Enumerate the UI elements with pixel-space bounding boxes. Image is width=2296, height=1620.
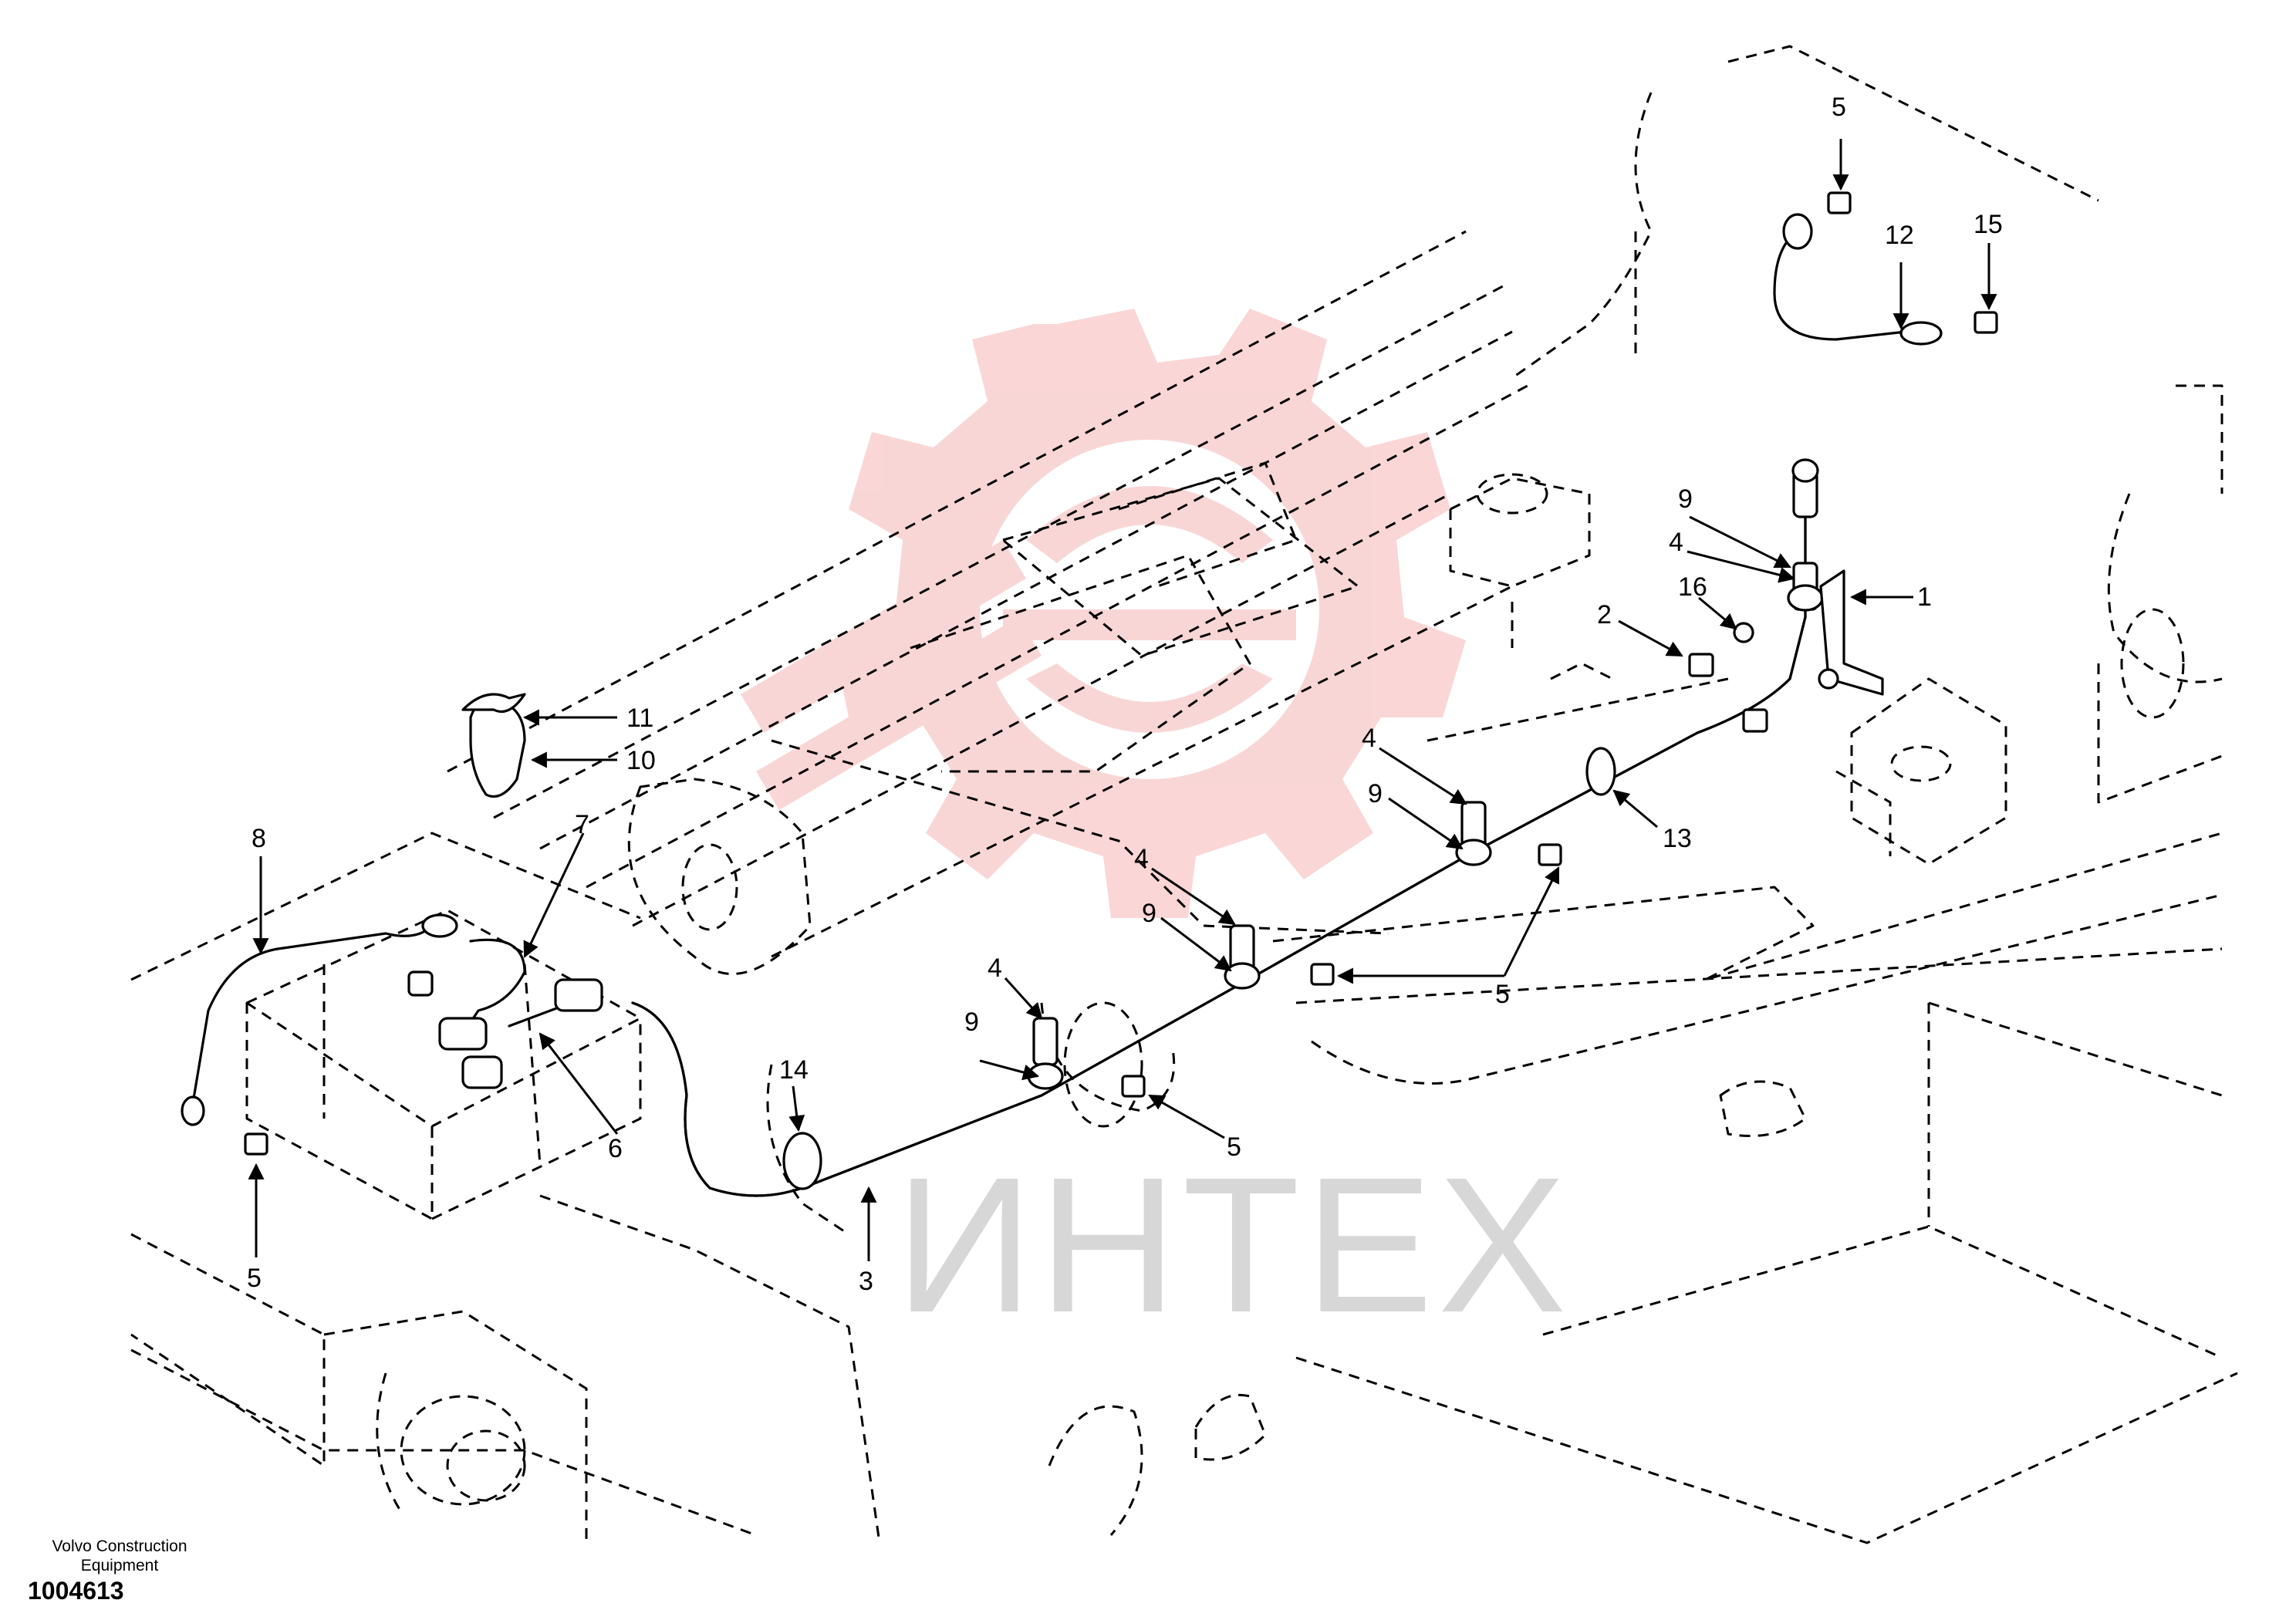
- callout-14: 14: [779, 1055, 809, 1085]
- callout-11: 11: [626, 704, 653, 733]
- callout-4b: 4: [1134, 844, 1149, 873]
- callout-9d: 9: [1678, 484, 1693, 514]
- callout-2: 2: [1597, 600, 1612, 629]
- callout-4d: 4: [1669, 528, 1683, 557]
- callout-9b: 9: [1142, 899, 1156, 928]
- ground-cable-assembly: [181, 191, 1998, 1197]
- callout-4c: 4: [1362, 724, 1376, 753]
- watermark-logo: [741, 309, 1466, 918]
- part-number: 1004613: [28, 1577, 124, 1605]
- callout-1: 1: [1917, 582, 1932, 612]
- callout-10: 10: [626, 746, 656, 775]
- callout-5b: 5: [1227, 1132, 1241, 1162]
- grommet-14: [782, 1132, 822, 1190]
- callout-leaders: [248, 139, 1997, 1261]
- callout-8: 8: [252, 824, 266, 853]
- callout-6: 6: [608, 1134, 623, 1163]
- callout-7: 7: [575, 810, 589, 839]
- callout-16: 16: [1678, 572, 1707, 602]
- callout-9a: 9: [964, 1007, 979, 1037]
- callout-12: 12: [1885, 221, 1914, 250]
- bolt-set: [244, 191, 1998, 1156]
- watermark-text: ИНТЕХ: [895, 1137, 1571, 1352]
- callout-15: 15: [1974, 210, 2003, 239]
- callout-4a: 4: [988, 953, 1002, 983]
- callout-5c: 5: [1495, 980, 1510, 1009]
- callout-5d: 5: [1832, 93, 1846, 122]
- company-label: Volvo Construction Equipment: [52, 1537, 187, 1574]
- callout-13: 13: [1663, 824, 1692, 853]
- machine-frame-outline: [130, 45, 2238, 1544]
- callout-3: 3: [859, 1267, 873, 1296]
- switch-10: [469, 698, 526, 798]
- cap-11: [461, 693, 526, 714]
- callout-5a: 5: [247, 1264, 262, 1293]
- grommet-13: [1585, 747, 1616, 796]
- callout-9c: 9: [1368, 779, 1383, 808]
- callout-labels: 1 2 3 4 4 4 4 5 5 5 5 6 7 8 9 9 9 9 10 1…: [247, 93, 2003, 1296]
- clamp-set: [1027, 562, 1824, 1090]
